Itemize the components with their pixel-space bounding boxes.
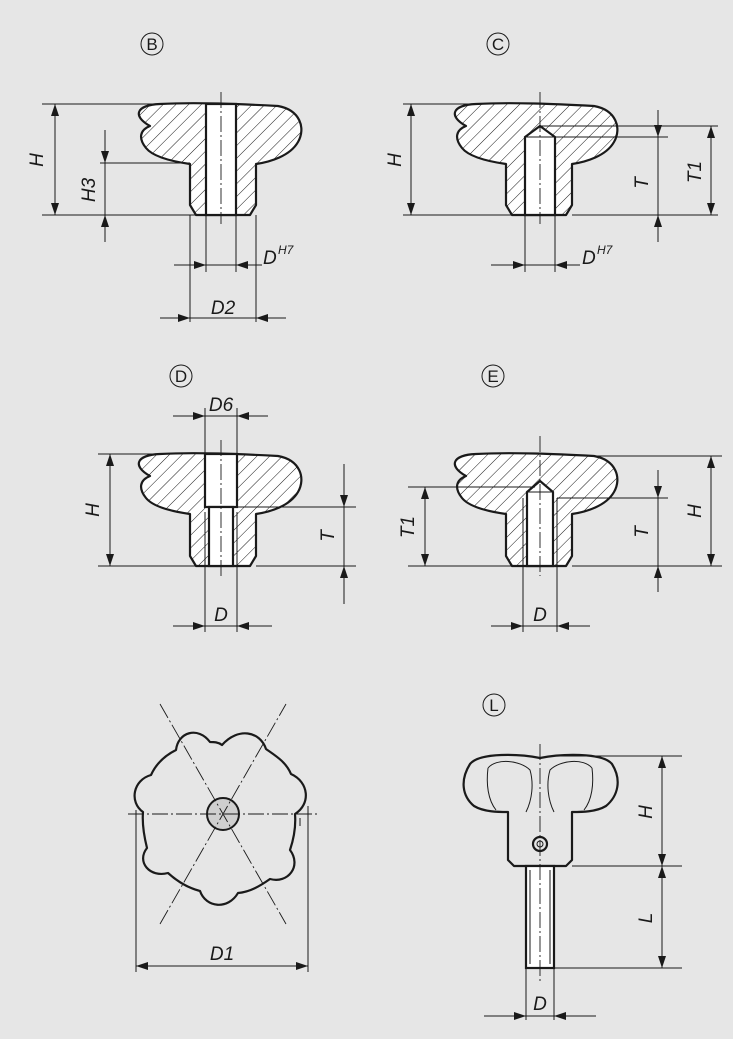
view-d-badge: D xyxy=(175,367,187,386)
view-e-badge-circle xyxy=(481,364,505,388)
view-l-h-label: H xyxy=(636,805,657,819)
view-b-h3-label: H3 xyxy=(79,177,100,202)
view-l-d-label: D xyxy=(533,994,547,1015)
view-c-h-arrow-bottom xyxy=(407,203,415,215)
view-e-d-label: D xyxy=(533,605,547,626)
view-d-h-label: H xyxy=(83,503,104,517)
view-c-badge-circle xyxy=(486,32,510,56)
view-l-h-arrow-top xyxy=(658,756,666,768)
view-d-d-arrow-left xyxy=(193,622,205,630)
view-d-d6-label: D6 xyxy=(209,395,234,416)
view-top: D1 xyxy=(128,703,318,972)
view-d-badge-circle xyxy=(169,364,193,388)
view-e-t-arrow-bottom xyxy=(654,566,662,578)
view-b-d2-label: D2 xyxy=(211,298,236,319)
view-l-l-arrow-top xyxy=(658,866,666,878)
view-e-badge: E xyxy=(487,367,498,386)
view-d-t-label: T xyxy=(318,529,339,542)
view-e-d-arrow-left xyxy=(511,622,523,630)
view-b-d-arrow-left xyxy=(194,261,206,269)
view-c-badge: C xyxy=(492,35,504,54)
top-view-d1-arrow-left xyxy=(136,962,148,970)
view-c-t1-arrow-top xyxy=(707,126,715,138)
view-l-d-arrow-right xyxy=(554,1012,566,1020)
view-l-h-arrow-bottom xyxy=(658,854,666,866)
view-e-t1-arrow-bottom xyxy=(421,554,429,566)
view-e-d-arrow-right xyxy=(557,622,569,630)
view-c-d-tolerance: H7 xyxy=(597,243,614,257)
view-l-lobe-contour-outer-left xyxy=(486,767,497,811)
view-d-t-arrow-bottom xyxy=(340,566,348,578)
view-c-t-arrow-bottom xyxy=(654,215,662,227)
view-c-h-arrow-top xyxy=(407,104,415,116)
view-d: D D6 H T D xyxy=(83,364,356,632)
view-c-t1-arrow-bottom xyxy=(707,203,715,215)
view-l-lobe-contour-left xyxy=(487,761,533,813)
view-e-t-label: T xyxy=(632,525,653,538)
view-b-d-arrow-right xyxy=(236,261,248,269)
view-e-t1-label: T1 xyxy=(398,516,419,538)
top-view-d1-label: D1 xyxy=(210,944,234,965)
view-d-d6-arrow-left xyxy=(193,412,205,420)
top-view-lobed-outline xyxy=(133,731,307,906)
view-b-badge-circle xyxy=(140,32,164,56)
view-b-d2-arrow-right xyxy=(256,314,268,322)
view-b-d2-arrow-left xyxy=(178,314,190,322)
view-c-d-arrow-right xyxy=(555,261,567,269)
view-l-lobe-contour-right xyxy=(547,761,593,813)
view-d-d-arrow-right xyxy=(237,622,249,630)
view-l-badge: L xyxy=(489,696,498,715)
view-d-h-arrow-top xyxy=(106,454,114,466)
view-c-d-arrow-left xyxy=(513,261,525,269)
view-b-h-arrow-top xyxy=(51,104,59,116)
view-l-badge-circle xyxy=(482,693,506,717)
view-c-t-label: T xyxy=(632,176,653,189)
view-l-l-label: L xyxy=(636,913,657,924)
view-c-t-arrow-top xyxy=(654,125,662,137)
view-l: L H L D xyxy=(462,693,682,1020)
view-l-l-arrow-bottom xyxy=(658,956,666,968)
view-d-t-arrow-top xyxy=(340,495,348,507)
view-e-t-arrow-top xyxy=(654,486,662,498)
view-d-d-label: D xyxy=(214,605,228,626)
view-b-badge: B xyxy=(146,35,157,54)
top-view-axis-3 xyxy=(159,703,287,925)
view-e-h-label: H xyxy=(685,504,706,518)
view-b: B H H3 D H7 D2 xyxy=(27,32,303,322)
view-b-h-arrow-bottom xyxy=(51,203,59,215)
view-b-h3-arrow-top xyxy=(101,151,109,163)
view-b-h3-arrow-bottom xyxy=(101,215,109,227)
view-e-h-arrow-bottom xyxy=(707,554,715,566)
view-b-h-label: H xyxy=(27,153,48,167)
view-l-lobe-contour-outer-right xyxy=(583,767,594,811)
view-b-d-tolerance: H7 xyxy=(278,243,295,257)
view-d-d6-arrow-right xyxy=(237,412,249,420)
top-view-d1-arrow-right xyxy=(296,962,308,970)
view-e-h-arrow-top xyxy=(707,456,715,468)
view-c-t1-label: T1 xyxy=(685,161,706,183)
view-d-h-arrow-bottom xyxy=(106,554,114,566)
view-e-t1-arrow-top xyxy=(421,487,429,499)
view-l-d-arrow-left xyxy=(514,1012,526,1020)
view-c-d-label: D xyxy=(582,248,596,269)
view-b-d-label: D xyxy=(263,248,277,269)
view-c-h-label: H xyxy=(385,153,406,167)
view-e: E T1 T H D xyxy=(398,364,722,632)
view-c: C H T T1 D H7 xyxy=(385,32,718,272)
